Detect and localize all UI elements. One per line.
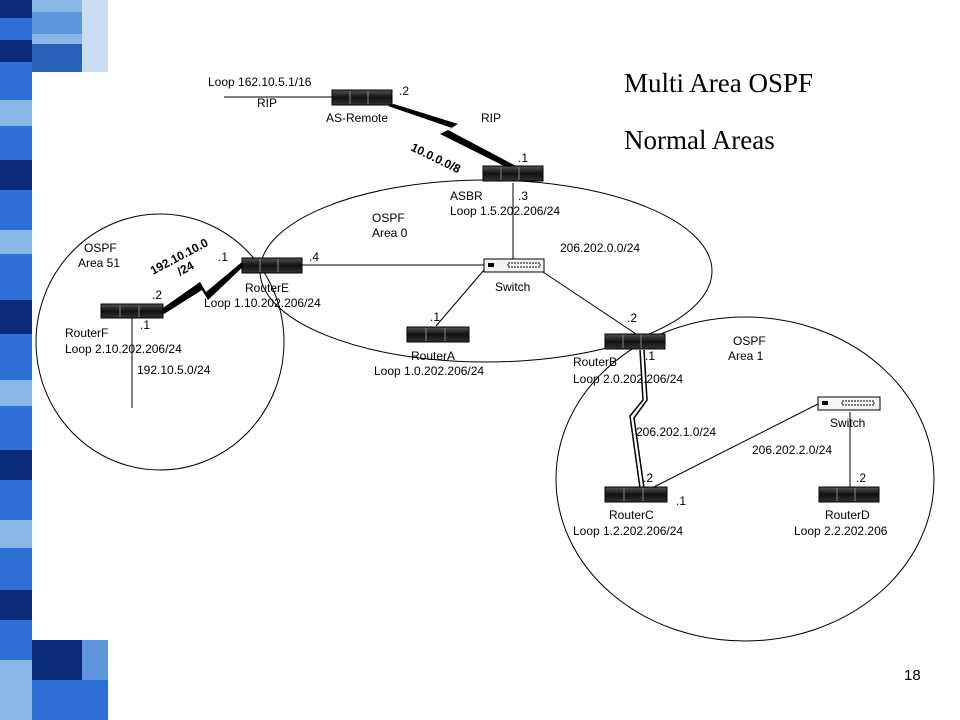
link-routerc-switch	[639, 403, 819, 495]
router-b-loop: Loop 2.0.202.206/24	[573, 372, 683, 386]
area-0-network: 206.202.0.0/24	[560, 241, 640, 255]
switch-area-0-name: Switch	[495, 280, 530, 294]
switch-area-1[interactable]	[817, 396, 881, 411]
router-d-name: RouterD	[825, 508, 870, 522]
router-a[interactable]	[406, 326, 470, 343]
router-f[interactable]	[100, 303, 164, 319]
link-switch-routera	[435, 269, 485, 327]
if-asbr-serial: .1	[518, 151, 528, 165]
area-1-label-line2: Area 1	[728, 349, 764, 363]
as-remote-loop: Loop 162.10.5.1/16	[208, 75, 312, 89]
area-1-label-line1: OSPF	[733, 334, 766, 348]
router-asbr[interactable]	[482, 165, 544, 182]
router-as-remote[interactable]	[331, 89, 393, 106]
router-a-name: RouterA	[411, 349, 455, 363]
switch-area-0[interactable]	[483, 258, 545, 273]
if-router-f-serial: .2	[152, 288, 162, 302]
if-router-d: .2	[856, 471, 866, 485]
router-e-name: RouterE	[245, 281, 289, 295]
if-router-f-eth: .1	[140, 318, 150, 332]
router-f-name: RouterF	[65, 326, 108, 340]
if-router-c-eth: .1	[676, 494, 686, 508]
area-0-label-line2: Area 0	[372, 226, 408, 240]
if-router-c-serial: .2	[643, 471, 653, 485]
router-b[interactable]	[604, 333, 666, 350]
router-b-name: RouterB	[573, 355, 617, 369]
rip-label-left: RIP	[257, 96, 277, 110]
slide-subtitle: Normal Areas	[624, 125, 775, 155]
serial-link-asremote-asbr	[388, 104, 516, 168]
router-c[interactable]	[604, 486, 668, 503]
if-router-b-serial: .1	[645, 349, 655, 363]
area-51-label-line1: OSPF	[84, 241, 117, 255]
as-remote-name: AS-Remote	[326, 111, 388, 125]
if-router-e-serial: .1	[218, 250, 228, 264]
asbr-name: ASBR	[450, 189, 483, 203]
page-number: 18	[904, 667, 921, 684]
if-router-a: .1	[430, 310, 440, 324]
rip-label-right: RIP	[481, 111, 501, 125]
router-c-loop: Loop 1.2.202.206/24	[573, 524, 683, 538]
link-switch-routerb	[539, 269, 637, 335]
slide-side-decoration	[0, 0, 108, 720]
area-51-boundary	[35, 213, 285, 471]
if-asbr-eth: .3	[518, 189, 528, 203]
router-f-loop: Loop 2.10.202.206/24	[65, 342, 182, 356]
router-b-c-network: 206.202.1.0/24	[636, 425, 716, 439]
asbr-loop: Loop 1.5.202.206/24	[450, 204, 560, 218]
router-a-loop: Loop 1.0.202.206/24	[374, 364, 484, 378]
if-router-e-eth: .4	[309, 250, 319, 264]
router-c-d-network: 206.202.2.0/24	[752, 443, 832, 457]
serial-link-routerb-routerc	[629, 349, 644, 489]
if-router-b-eth: .2	[627, 311, 637, 325]
router-e[interactable]	[241, 257, 303, 274]
router-f-lan-network: 192.10.5.0/24	[137, 363, 211, 377]
serial-link-routerb-routerc-edge	[633, 349, 648, 489]
area-0-label-line1: OSPF	[372, 211, 405, 225]
router-d-loop: Loop 2.2.202.206	[794, 524, 888, 538]
slide-title: Multi Area OSPF	[624, 68, 813, 98]
switch-area-1-name: Switch	[830, 416, 865, 430]
area-51-label-line2: Area 51	[78, 256, 120, 270]
router-e-loop: Loop 1.10.202.206/24	[204, 296, 321, 310]
area-1-boundary	[555, 316, 935, 642]
router-d[interactable]	[818, 486, 880, 503]
router-c-name: RouterC	[609, 508, 654, 522]
serial-asbr-network: 10.0.0.0/8	[409, 140, 463, 176]
serial-link-routerf-routere	[160, 262, 246, 314]
if-as-remote: .2	[399, 84, 409, 98]
